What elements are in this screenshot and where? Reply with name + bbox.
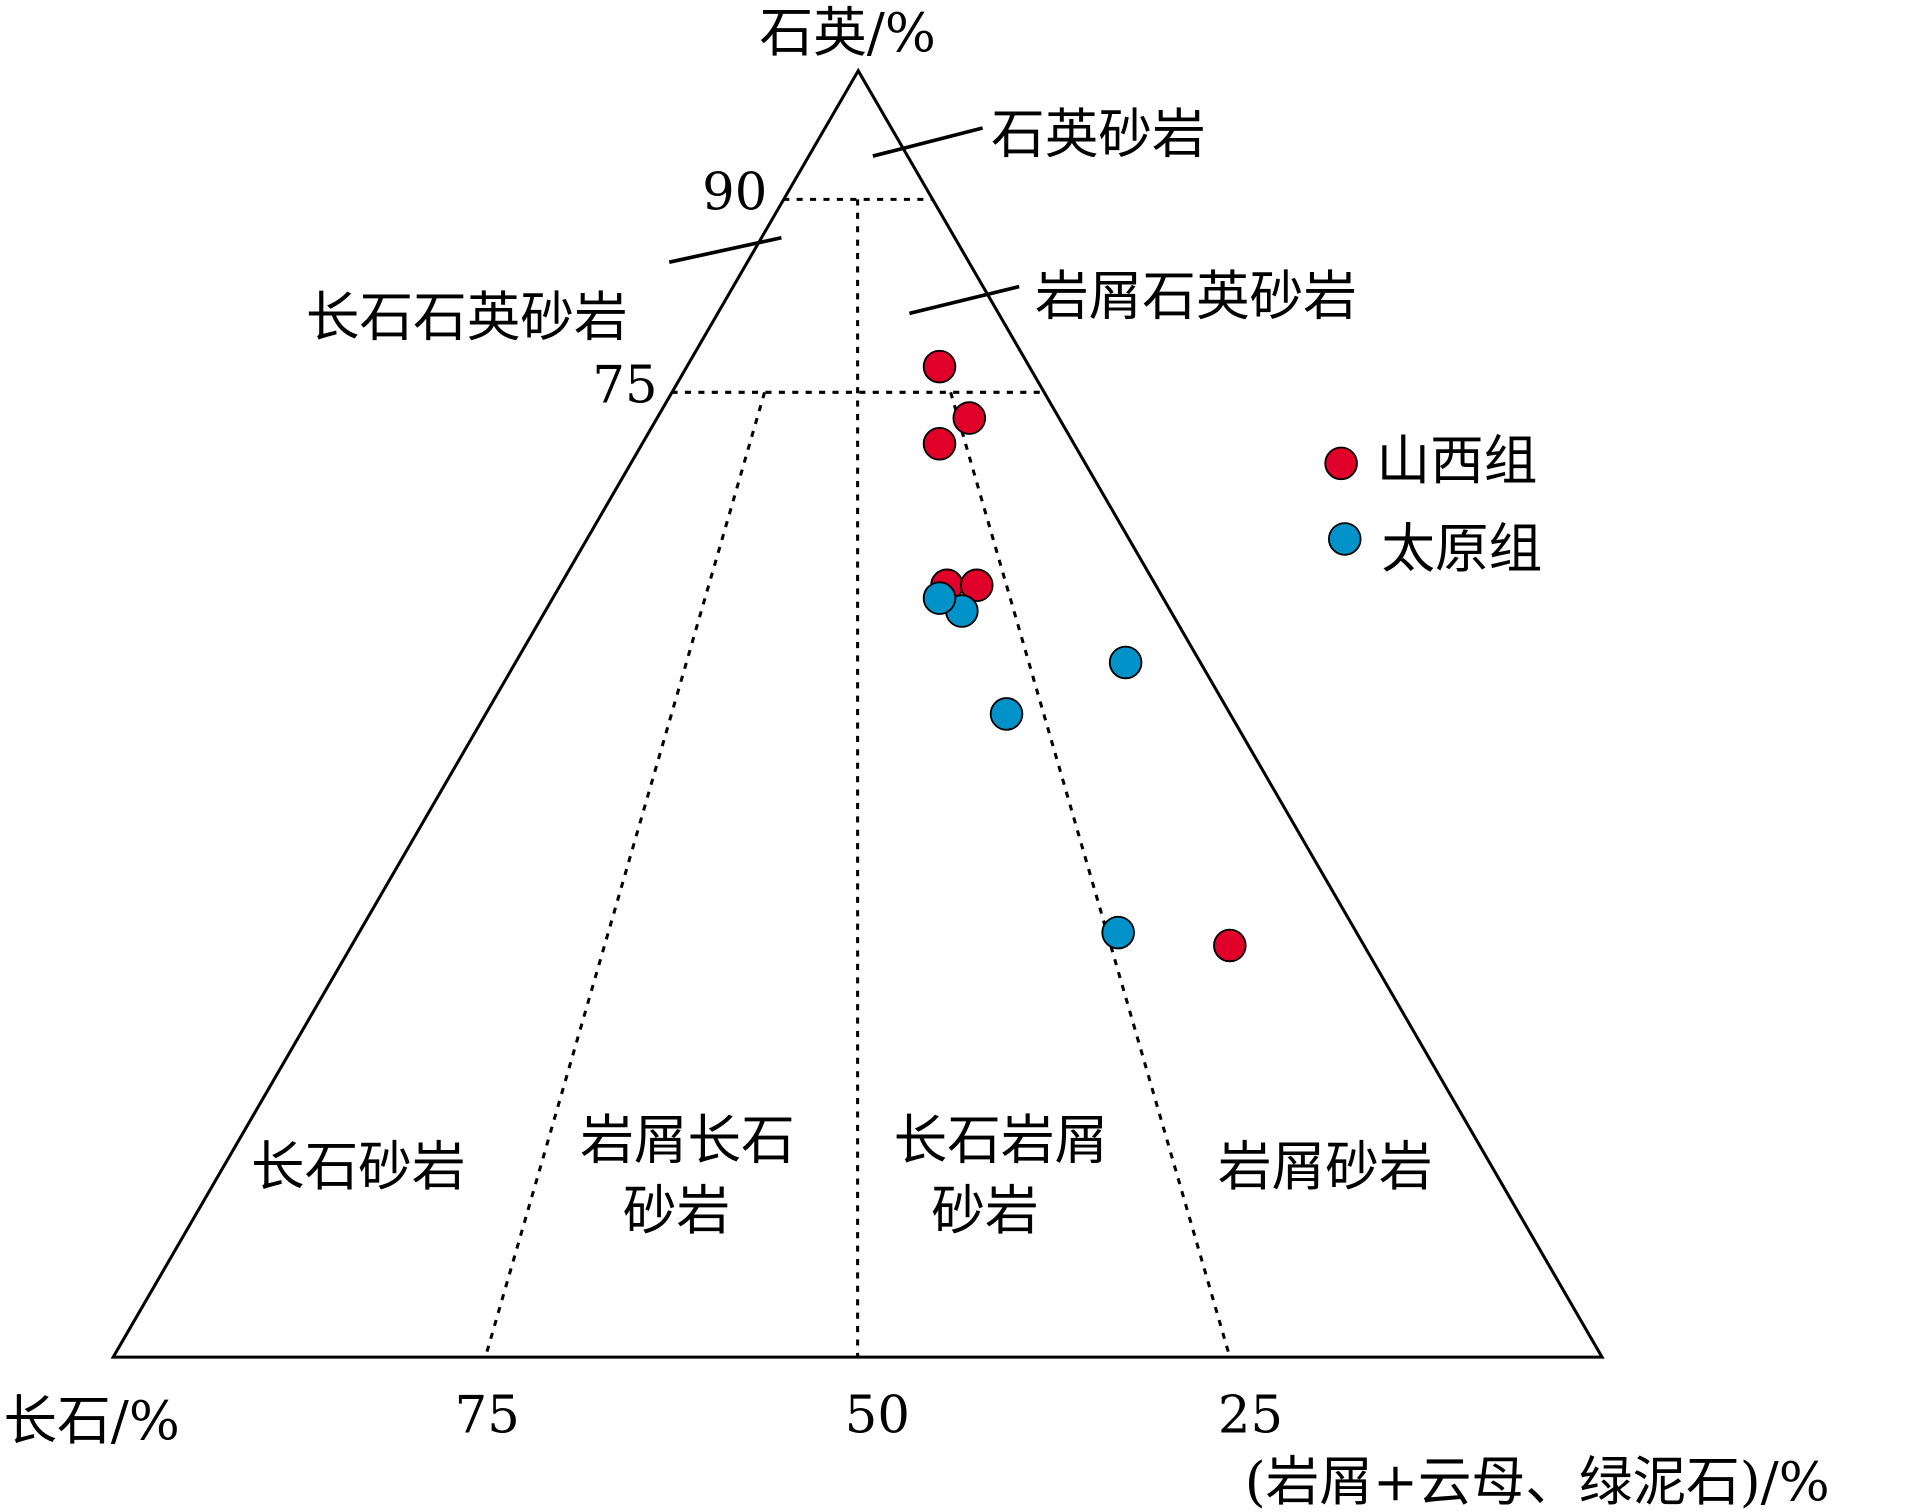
boundary-f-l-1to3	[949, 391, 1232, 1358]
field-label-litharenite: 岩屑砂岩	[1218, 1135, 1433, 1198]
data-point-taiyuan	[1108, 645, 1143, 680]
leader-line-lithic-quartz	[909, 284, 1020, 316]
field-boundaries	[483, 197, 1232, 1358]
field-label-lithic-arkose-1: 岩屑长石	[580, 1108, 795, 1171]
data-point-taiyuan	[922, 581, 957, 615]
tick-label-b50: 50	[845, 1386, 910, 1446]
tick-label-q75: 75	[592, 355, 657, 415]
field-label-lithic-arkose-2: 砂岩	[623, 1179, 730, 1242]
legend: 山西组 太原组	[1324, 429, 1542, 580]
tick-label-b25: 25	[1218, 1386, 1283, 1446]
tick-label-q90: 90	[702, 163, 767, 223]
field-label-arkose: 长石砂岩	[251, 1135, 466, 1198]
data-point-taiyuan	[989, 697, 1024, 731]
axis-label-lithic: (岩屑+云母、绿泥石)/%	[1245, 1450, 1830, 1512]
data-point-shanxi	[1213, 928, 1247, 963]
boundary-f-l-3to1	[483, 391, 767, 1358]
legend-marker-shanxi	[1324, 446, 1358, 481]
field-label-quartz-sandstone: 石英砂岩	[991, 102, 1206, 165]
data-point-shanxi	[922, 349, 957, 384]
legend-label-taiyuan: 太原组	[1381, 517, 1542, 580]
field-label-lithic-quartz-sandstone: 岩屑石英砂岩	[1035, 265, 1357, 328]
axis-label-feldspar: 长石/%	[3, 1389, 179, 1452]
leader-line-feldspathic-quartz	[668, 235, 782, 264]
data-point-taiyuan	[1101, 915, 1135, 950]
tick-label-b75: 75	[455, 1386, 520, 1446]
field-label-feldspathic-litharenite-1: 长石岩屑	[894, 1108, 1109, 1171]
data-point-shanxi	[952, 401, 987, 435]
axis-label-quartz: 石英/%	[759, 1, 935, 64]
data-point-shanxi	[959, 568, 994, 603]
data-points	[922, 349, 1247, 963]
field-label-feldspathic-litharenite-2: 砂岩	[931, 1179, 1038, 1242]
field-label-feldspathic-quartz-sandstone: 长石石英砂岩	[306, 285, 628, 348]
leader-line-quartz-sandstone	[872, 126, 984, 158]
data-point-shanxi	[922, 427, 957, 461]
legend-label-shanxi: 山西组	[1376, 429, 1537, 492]
legend-marker-taiyuan	[1327, 522, 1362, 556]
